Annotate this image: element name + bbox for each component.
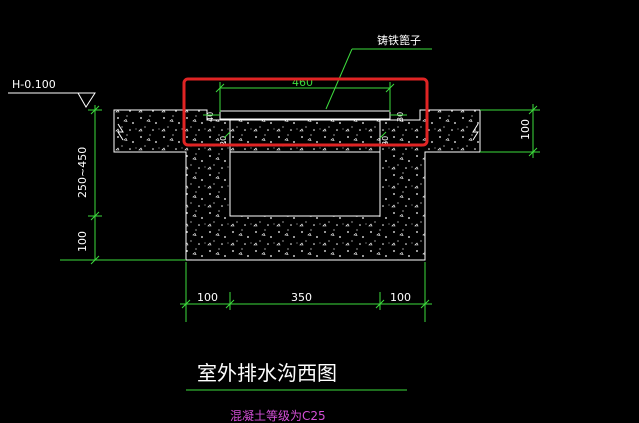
dim-left [60,105,186,265]
grate-cover [219,110,391,120]
concrete-section [113,109,481,261]
break-mark-right [472,123,479,141]
dim-grate [215,82,395,112]
highlight-box [182,77,429,147]
dim-small-right-a: 30 [396,112,405,122]
dim-left-lower: 100 [76,231,89,252]
elevation-triangle [77,92,96,108]
grate-label: 铸铁篦子 [377,33,421,47]
concrete-note: 混凝土等级为C25 [230,408,326,423]
elevation-label: H-0.100 [12,78,56,91]
channel-outline [229,120,381,217]
dim-small-left-a: 40 [206,112,215,122]
dim-small-left-b: 20 [219,136,228,146]
dim-bottom [180,262,432,322]
dim-small-right-b: 20 [381,136,390,146]
dim-bottom-3: 100 [390,291,411,304]
dim-right-label: 100 [519,119,532,140]
dim-small-ticks [203,114,407,139]
dim-bottom-2: 350 [291,291,312,304]
dim-bottom-1: 100 [197,291,218,304]
drawing-title: 室外排水沟西图 [197,361,337,385]
dim-right [480,104,540,158]
dim-left-upper: 250~450 [76,147,89,198]
break-mark-left [117,123,124,141]
